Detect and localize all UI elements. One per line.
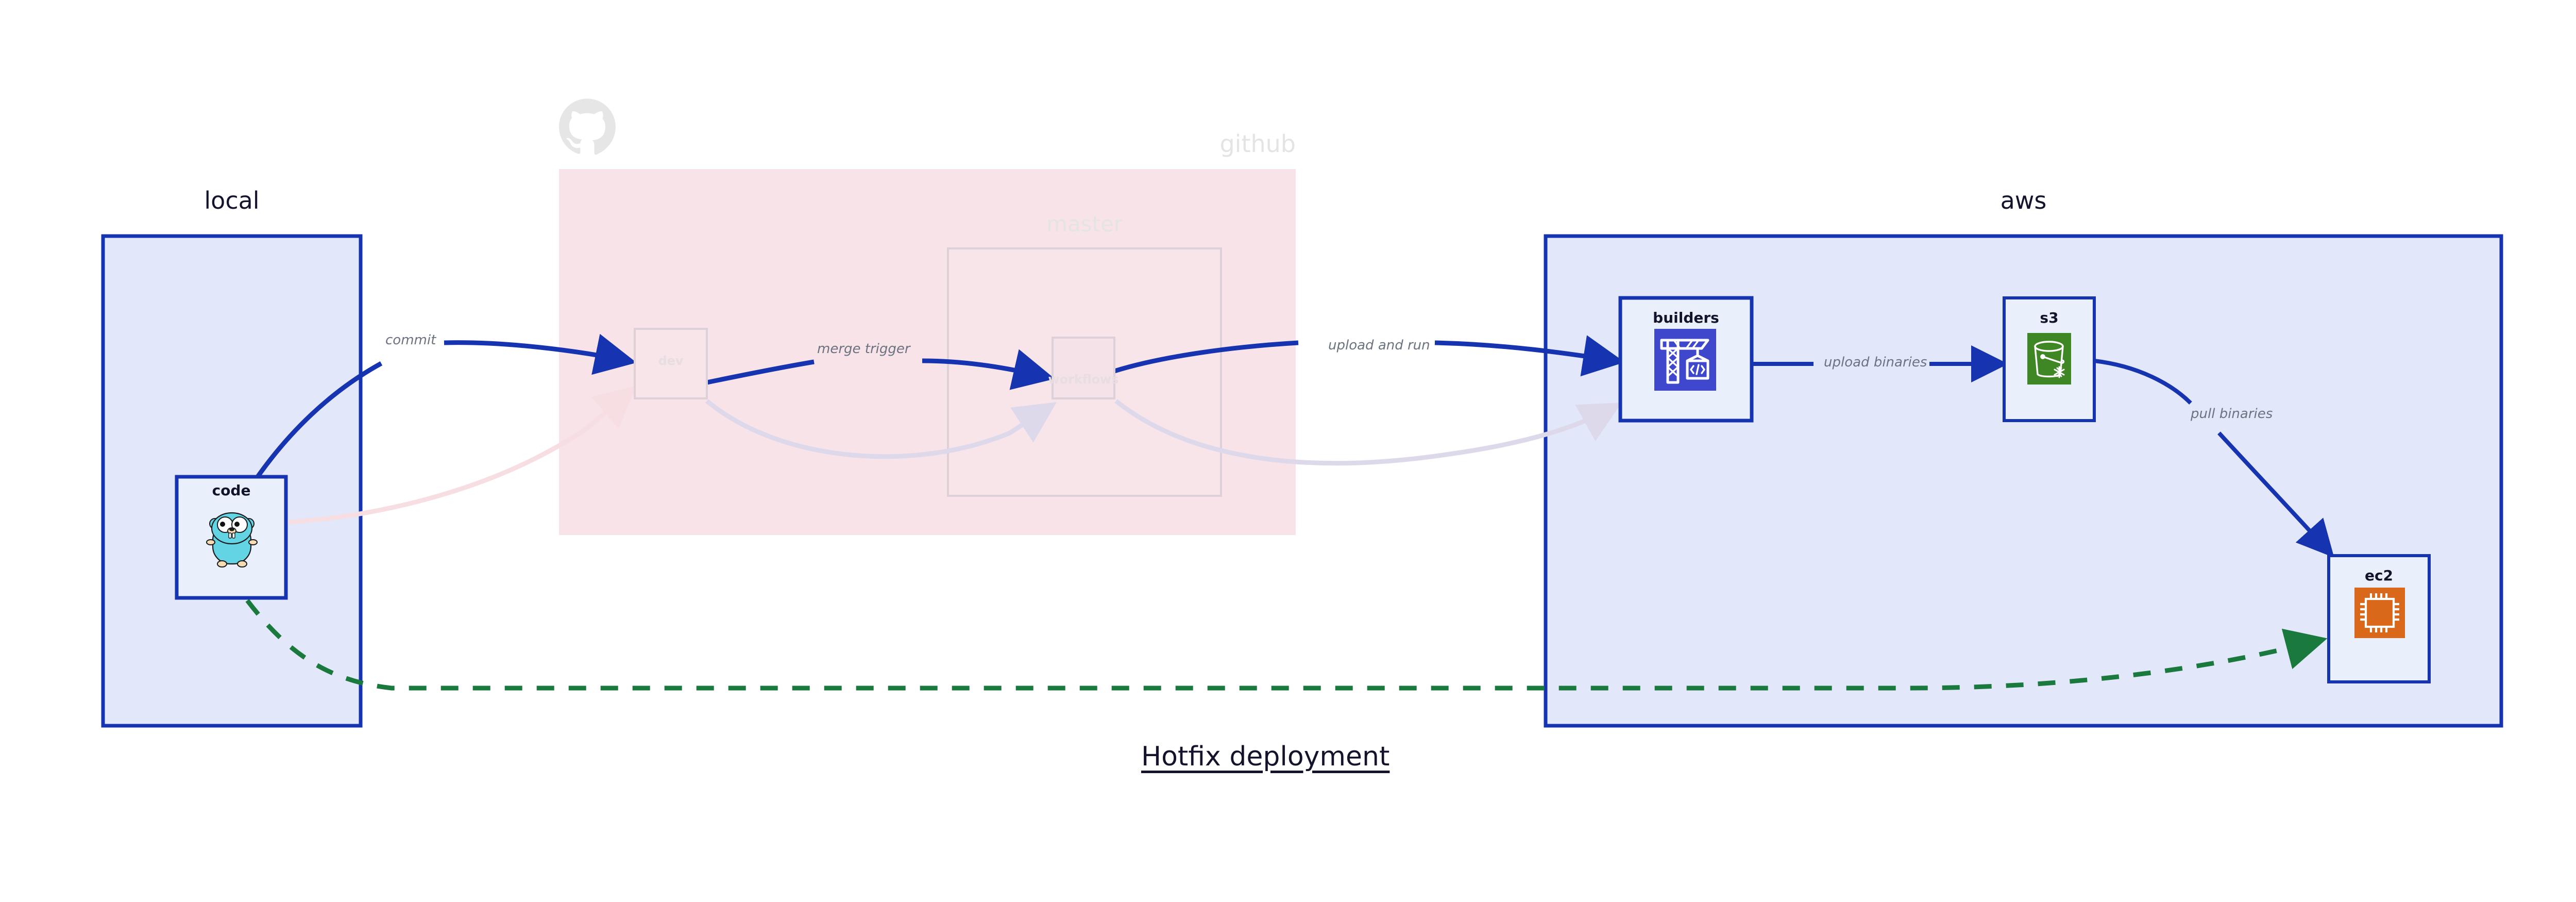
go-gopher-icon [206, 512, 258, 567]
codebuild-crane-icon [1654, 329, 1716, 391]
node-label-ec2: ec2 [2364, 567, 2394, 584]
edge-ghost-code-to-dev [288, 386, 637, 525]
edge-label-merge-trigger: merge trigger [817, 341, 910, 357]
edge-code-to-dev-seg2 [444, 333, 637, 375]
node-label-workflows: workflows [1048, 372, 1119, 387]
edge-code-to-ec2-hotfix [245, 599, 2328, 691]
edge-workflows-to-builders-seg2 [1434, 335, 1625, 377]
cluster-label-local: local [204, 187, 260, 214]
node-workflows-box[interactable] [1052, 337, 1115, 399]
ec2-chip-icon [2354, 588, 2405, 638]
node-dev-box[interactable] [634, 328, 708, 399]
edge-label-commit: commit [385, 332, 436, 348]
edge-label-upload-binaries: upload binaries [1824, 355, 1927, 370]
cluster-label-github: github [1219, 130, 1296, 158]
edge-workflows-to-builders-seg1 [1113, 340, 1299, 374]
edge-s3-to-ec2-seg2 [2217, 431, 2334, 558]
diagram-title: Hotfix deployment [1141, 741, 1390, 772]
github-octocat-icon [559, 98, 616, 155]
edge-code-to-dev-seg1 [256, 361, 383, 478]
node-label-code: code [212, 482, 251, 499]
node-label-builders: builders [1653, 309, 1719, 326]
node-label-s3: s3 [2040, 309, 2059, 326]
node-builders-box[interactable] [1618, 296, 1754, 423]
s3-glacier-bucket-icon [2027, 333, 2071, 385]
edge-dev-to-workflows-seg2 [922, 349, 1055, 390]
edge-label-upload-and-run: upload and run [1328, 338, 1430, 353]
edge-ghost-workflows-to-builders [1114, 399, 1622, 466]
edge-label-pull-binaries: pull binaries [2191, 406, 2273, 422]
edge-ghost-dev-to-workflows [705, 399, 1057, 459]
cluster-label-aws: aws [2000, 187, 2047, 214]
edge-s3-to-ec2-seg1 [2094, 359, 2192, 405]
node-label-dev: dev [658, 354, 684, 368]
cluster-label-master: master [1046, 211, 1123, 237]
edge-dev-to-workflows-seg1 [706, 359, 815, 385]
